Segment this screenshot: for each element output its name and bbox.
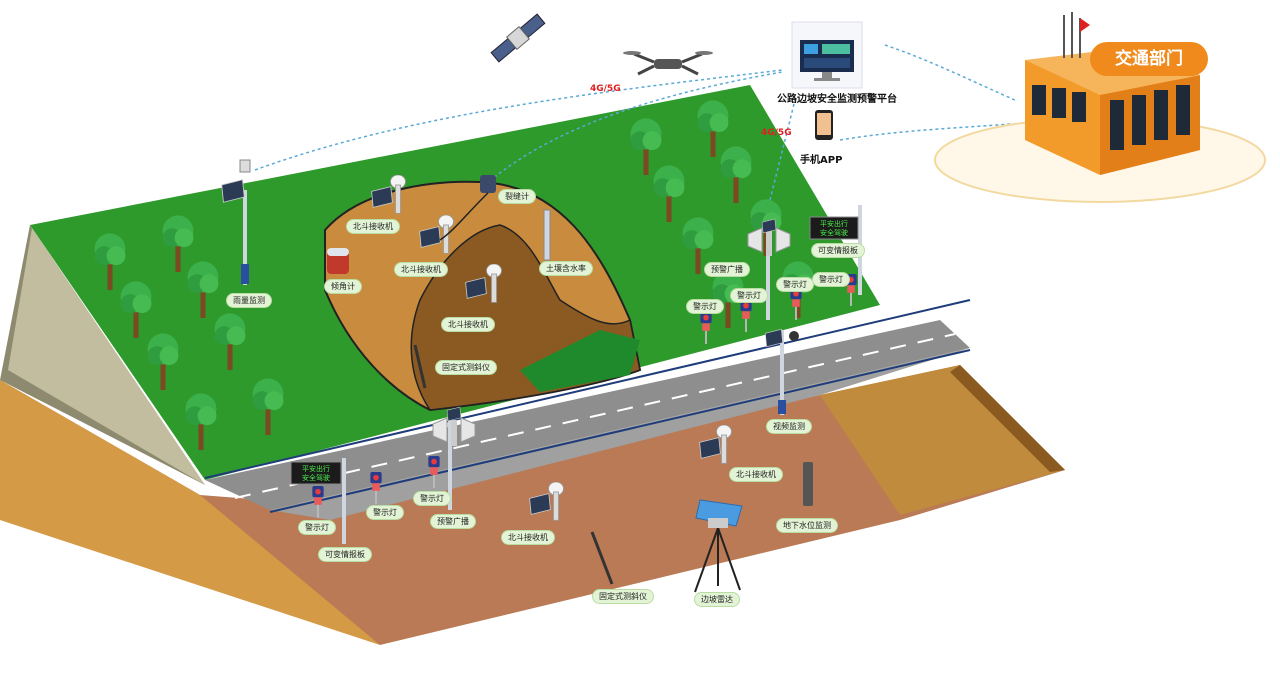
broadcast-poles xyxy=(432,218,791,510)
video-pole xyxy=(764,328,799,415)
video-label: 视频监测 xyxy=(766,419,812,434)
inclinometer-label-1: 固定式测斜仪 xyxy=(435,360,497,375)
info-board-lower: 平安出行 安全驾驶 xyxy=(290,458,346,544)
soil-cliff xyxy=(0,380,380,645)
beidou-label-4: 北斗接收机 xyxy=(729,467,783,482)
road xyxy=(205,320,970,510)
beidou-label-3: 北斗接收机 xyxy=(441,317,495,332)
info-board-label-1: 可变情报板 xyxy=(811,243,865,258)
network-links xyxy=(254,44,1016,201)
beidou-label-1: 北斗接收机 xyxy=(346,219,400,234)
sign-text-2a: 平安出行 xyxy=(302,464,330,473)
inclinometer-label-2: 固定式测斜仪 xyxy=(592,589,654,604)
drone-icon xyxy=(623,51,713,76)
broadcast-label-2: 预警广播 xyxy=(430,514,476,529)
department-building xyxy=(934,12,1266,203)
info-board-label-2: 可变情报板 xyxy=(318,547,372,562)
groundwater-label: 地下水位监测 xyxy=(776,518,838,533)
slope-radar xyxy=(694,499,743,593)
network-label-2: 4G/5G xyxy=(761,128,792,138)
guard-rail-lower xyxy=(269,349,971,513)
beidou-label-2: 北斗接收机 xyxy=(394,262,448,277)
warning-light-label-7: 警示灯 xyxy=(298,520,336,535)
department-badge: 交通部门 xyxy=(1090,42,1208,76)
sign-text-1b: 安全驾驶 xyxy=(820,228,848,237)
soil-pit xyxy=(820,365,1065,515)
sensor-devices xyxy=(327,175,813,585)
sign-text-2b: 安全驾驶 xyxy=(302,473,330,482)
soil-moisture-label: 土壤含水率 xyxy=(539,261,593,276)
green-patch xyxy=(520,330,640,392)
broadcast-label-1: 预警广播 xyxy=(704,262,750,277)
warning-light-label-3: 警示灯 xyxy=(776,277,814,292)
satellite-icon xyxy=(490,13,546,63)
warning-light-label-4: 警示灯 xyxy=(812,272,850,287)
soil-pit-side xyxy=(950,365,1065,472)
warning-light-label-1: 警示灯 xyxy=(686,299,724,314)
phone-icon xyxy=(815,110,833,140)
tiltmeter-label: 倾角计 xyxy=(324,279,362,294)
radar-label: 边坡雷达 xyxy=(694,592,740,607)
warning-light-label-5: 警示灯 xyxy=(413,491,451,506)
beidou-label-5: 北斗接收机 xyxy=(501,530,555,545)
guard-rail-upper xyxy=(204,299,971,479)
rain-gauge-label: 雨量监测 xyxy=(226,293,272,308)
warning-light-label-6: 警示灯 xyxy=(366,505,404,520)
monitor-icon xyxy=(791,21,863,89)
road-centerline xyxy=(234,333,956,499)
app-label: 手机APP xyxy=(800,155,843,166)
sign-text-1a: 平安出行 xyxy=(820,219,848,228)
rain-gauge-station xyxy=(220,159,251,285)
platform-label: 公路边坡安全监测预警平台 xyxy=(777,94,897,105)
network-label-1: 4G/5G xyxy=(590,84,621,94)
cliff-top xyxy=(8,228,205,485)
crack-meter-label: 裂缝计 xyxy=(498,189,536,204)
warning-light-label-2: 警示灯 xyxy=(730,288,768,303)
